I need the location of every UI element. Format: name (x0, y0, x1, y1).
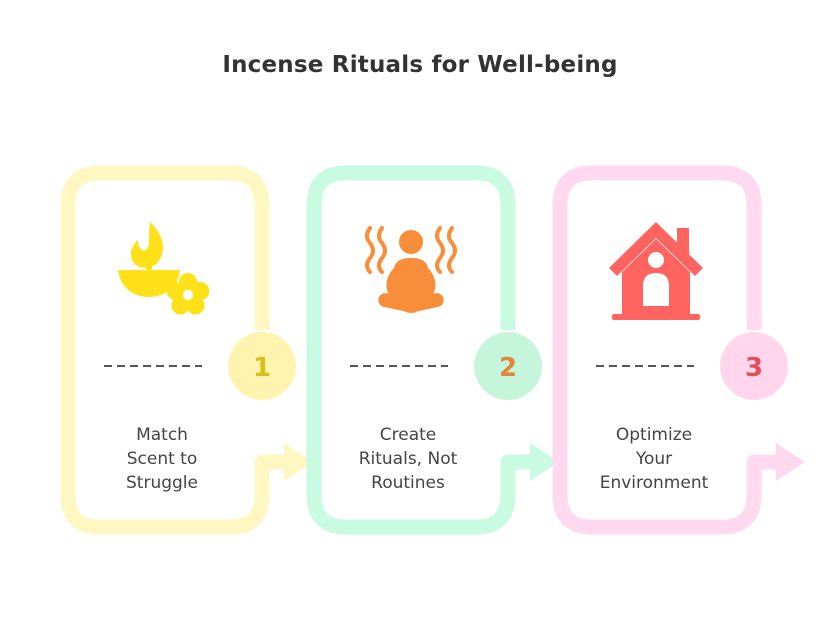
step-2-number: 2 (499, 353, 517, 383)
step-2-arrow-icon (530, 443, 559, 481)
house-person-icon (609, 222, 703, 320)
diagram-title: Incense Rituals for Well-being (222, 52, 618, 78)
step-2-number-circle (474, 332, 542, 400)
step-1-arrow-icon (284, 443, 313, 481)
step-3-label: Optimize Your Environment (599, 425, 709, 493)
incense-flame-flower-icon (118, 222, 210, 315)
step-1-label: Match Scent to Struggle (126, 425, 198, 493)
step-2-label: Create Rituals, Not Routines (358, 425, 458, 493)
step-3-arrow-icon (776, 443, 805, 481)
step-3-number-circle (720, 332, 788, 400)
step-1-number: 1 (253, 353, 271, 383)
step-1-number-circle (228, 332, 296, 400)
step-1-frame (60, 165, 313, 535)
step-3-frame (552, 165, 805, 535)
step-3-number: 3 (745, 353, 763, 383)
step-2-frame (306, 165, 559, 535)
meditation-person-icon (365, 226, 457, 313)
